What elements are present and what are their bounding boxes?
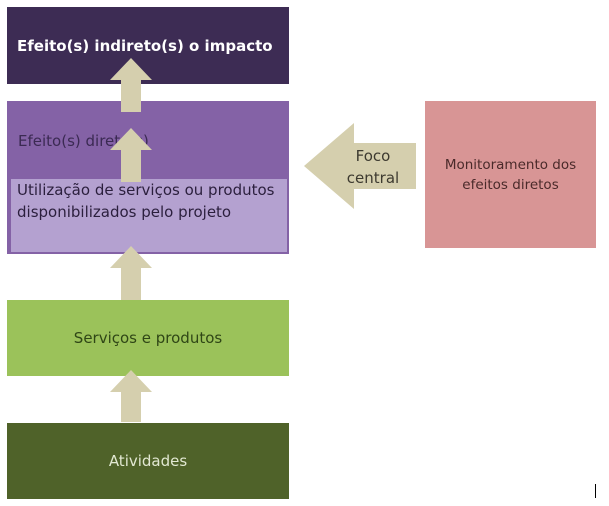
focus-line-2: central — [346, 169, 400, 187]
focus-central-label: Foco central — [338, 145, 408, 189]
arrow-up-icon — [110, 370, 152, 422]
arrow-up-icon — [110, 246, 152, 300]
activities-box: Atividades — [7, 423, 289, 499]
text-cursor — [595, 484, 596, 498]
monitoring-box: Monitoramento dos efeitos diretos — [425, 101, 596, 248]
activities-label: Atividades — [108, 452, 188, 470]
arrow-up-icon — [110, 128, 152, 182]
services-products-label: Serviços e produtos — [73, 329, 223, 347]
arrow-up-icon — [110, 58, 152, 112]
direct-effects-box: Efeito(s) direto(s) Utilização de serviç… — [7, 101, 289, 254]
monitoring-label: Monitoramento dos efeitos diretos — [444, 156, 577, 193]
focus-line-1: Foco — [355, 147, 391, 165]
impact-label: Efeito(s) indireto(s) o impacto — [17, 36, 273, 55]
services-products-box: Serviços e produtos — [7, 300, 289, 376]
utilization-label: Utilização de serviços ou produtos dispo… — [17, 181, 275, 221]
impact-box: Efeito(s) indireto(s) o impacto — [7, 7, 289, 84]
utilization-box: Utilização de serviços ou produtos dispo… — [11, 179, 287, 252]
focus-arrow-left-icon — [304, 123, 416, 209]
